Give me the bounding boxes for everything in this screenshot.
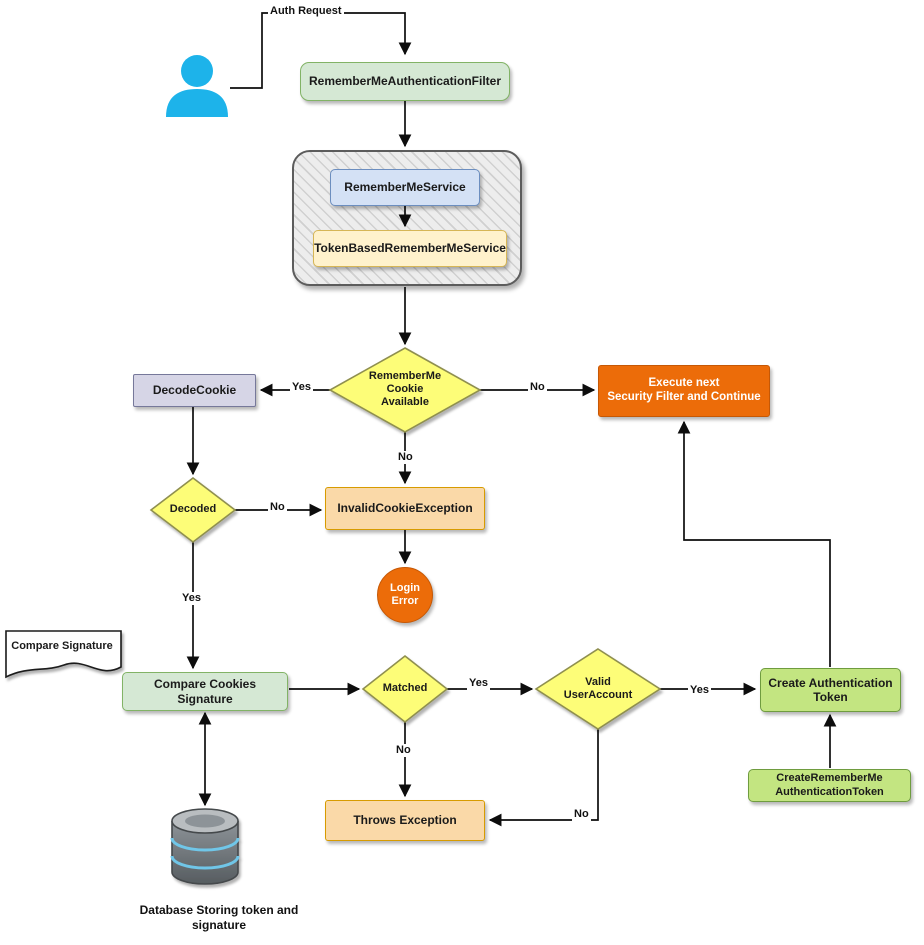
execute-next-security-filter-node: Execute next Security Filter and Continu…: [598, 365, 770, 417]
matched-label: Matched: [382, 682, 428, 694]
label-cookie-no: No: [528, 381, 547, 394]
label-decoded-yes: Yes: [180, 592, 203, 605]
compare-signature-note: [5, 630, 122, 679]
compare-cookies-signature-node: Compare Cookies Signature: [122, 672, 288, 711]
user-icon: [166, 55, 228, 117]
database-icon: [170, 808, 240, 885]
decoded-decision: [149, 476, 237, 544]
invalid-cookie-exception-node: InvalidCookieException: [325, 487, 485, 530]
edge-auth-request: [230, 12, 412, 89]
database-caption: Database Storing token and signature: [139, 903, 299, 932]
auth-request-label: Auth Request: [268, 5, 344, 18]
create-remember-me-authentication-token-node: CreateRememberMe AuthenticationToken: [748, 769, 911, 802]
label-cookie-no-down: No: [396, 451, 415, 464]
label-matched-no: No: [394, 744, 413, 757]
label-decoded-no: No: [268, 501, 287, 514]
label-valid-no: No: [572, 808, 591, 821]
login-error-node: Login Error: [377, 567, 433, 623]
remember-me-authentication-filter-node: RememberMeAuthenticationFilter: [300, 62, 510, 101]
decode-cookie-node: DecodeCookie: [133, 374, 256, 407]
token-based-remember-me-service-node: TokenBasedRememberMeService: [313, 230, 507, 267]
compare-signature-note-label: Compare Signature: [11, 640, 113, 652]
edge-create-to-execute: [677, 420, 831, 667]
remember-me-service-node: RememberMeService: [330, 169, 480, 206]
remember-me-cookie-available-decision: [328, 347, 482, 433]
throws-exception-node: Throws Exception: [325, 800, 485, 841]
label-cookie-yes: Yes: [290, 381, 313, 394]
valid-user-account-decision: [534, 648, 662, 730]
label-valid-yes: Yes: [688, 684, 711, 697]
matched-decision: [361, 654, 449, 724]
valid-user-account-label: Valid UserAccount: [563, 676, 633, 702]
create-authentication-token-node: Create Authentication Token: [760, 668, 901, 712]
decoded-label: Decoded: [169, 503, 217, 515]
label-matched-yes: Yes: [467, 677, 490, 690]
remember-me-cookie-available-label: RememberMe Cookie Available: [368, 370, 442, 409]
edge-valid-no: [488, 729, 599, 827]
